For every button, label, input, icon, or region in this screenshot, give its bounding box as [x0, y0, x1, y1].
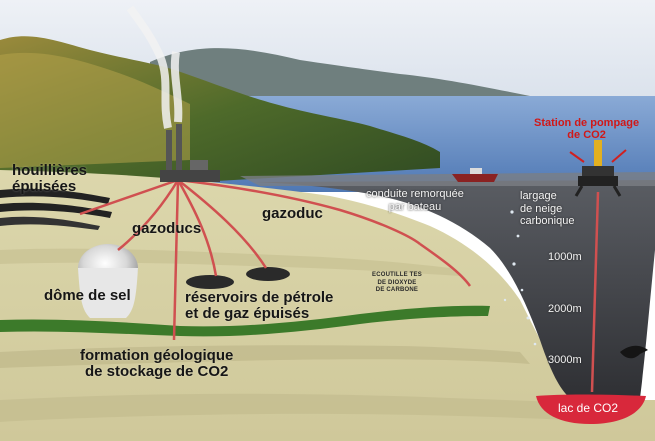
pipe-gazoduc — [177, 178, 421, 245]
strata-3 — [0, 393, 570, 422]
label-citernes-line3: DE CARBONE — [375, 287, 419, 293]
co2-lake — [536, 394, 646, 424]
label-reservoirs: réservoirs de pétrole et de gaz épuisés — [185, 290, 333, 322]
hill-highlight — [0, 52, 190, 168]
label-conduite-line1: conduite remorquée — [366, 188, 464, 200]
label-largage: largage de neige carbonique — [520, 190, 574, 228]
power-plant — [160, 124, 220, 182]
label-houillieres-line1: houillières — [12, 162, 88, 179]
label-largage-line3: carbonique — [520, 215, 575, 228]
label-station: Station de pompage de CO2 — [534, 117, 640, 141]
label-lac-co2: lac de CO2 — [558, 401, 619, 415]
coal-seam-3 — [0, 216, 100, 230]
depth-1000m: 1000m — [548, 251, 582, 263]
smoke-plume — [126, 5, 183, 129]
pumping-platform — [569, 140, 627, 197]
pipe-to-formation — [172, 179, 180, 341]
coal-seam-2 — [0, 202, 112, 218]
label-conduite: conduite remorquée par bateau — [366, 188, 464, 213]
label-conduite-line2: par bateau — [388, 200, 442, 213]
strata-2 — [0, 345, 530, 368]
coal-seam-1 — [0, 188, 110, 204]
ship — [452, 174, 498, 182]
reservoir-1 — [186, 275, 234, 289]
label-formation-line2: de stockage de CO2 — [84, 362, 229, 380]
storage-layer — [0, 305, 490, 337]
depth-2000m: 2000m — [548, 303, 582, 315]
label-houillieres: houillières épuisées — [12, 163, 87, 195]
label-houillieres-line2: épuisées — [12, 177, 77, 195]
depth-3000m: 3000m — [548, 354, 582, 366]
ground-section — [0, 170, 655, 441]
label-gazoducs: gazoducs — [132, 220, 202, 237]
label-formation: formation géologique de stockage de CO2 — [80, 348, 233, 380]
label-citernes-line1: ECOUTILLE TES — [372, 272, 422, 278]
fish-icon — [620, 345, 648, 359]
pipe-to-dome — [117, 179, 180, 251]
pipe-to-reservoir-2 — [177, 179, 268, 269]
snow-particles — [503, 210, 537, 346]
label-reservoirs-line2: et de gaz épuisés — [185, 304, 310, 322]
water-surface-band — [240, 172, 655, 186]
pipe-to-reservoir-1 — [176, 179, 218, 277]
label-formation-line1: formation géologique — [80, 347, 234, 364]
label-citernes: ECOUTILLE TES DE DIOXYDE DE CARBONE — [372, 272, 422, 295]
label-largage-line2: de neige — [520, 202, 563, 215]
label-largage-line1: largage — [520, 190, 557, 202]
pipe-to-coal — [79, 178, 179, 216]
reservoir-2 — [246, 267, 290, 281]
label-citernes-line2: DE DIOXYDE — [377, 279, 417, 286]
label-station-line2: de CO2 — [567, 128, 606, 141]
label-station-line1: Station de pompage — [534, 117, 640, 129]
label-dome-de-sel: dôme de sel — [44, 287, 131, 304]
pipe-sea-floor — [419, 242, 472, 287]
pipelines — [79, 178, 600, 393]
label-gazoduc: gazoduc — [262, 205, 323, 222]
pipe-riser — [590, 191, 600, 393]
deep-water — [255, 180, 655, 398]
salt-dome-base — [78, 268, 138, 318]
label-reservoirs-line1: réservoirs de pétrole — [185, 289, 334, 306]
